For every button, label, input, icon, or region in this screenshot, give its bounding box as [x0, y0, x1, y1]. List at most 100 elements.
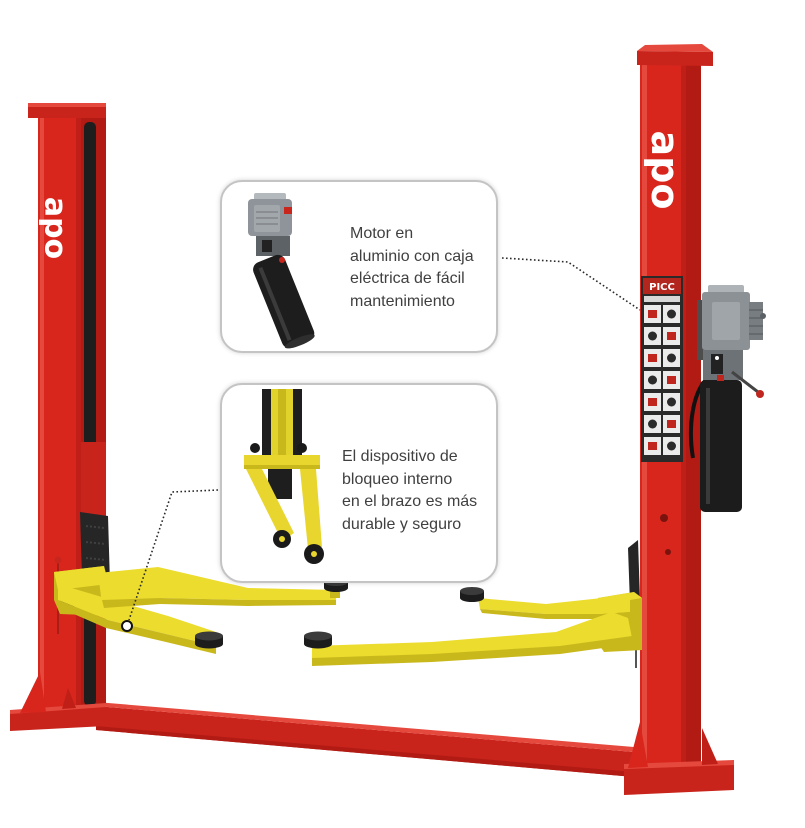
hydraulic-power-unit — [689, 285, 766, 512]
callout-arm-lock-text: El dispositivo de bloqueo interno en el … — [342, 446, 477, 537]
logo-left: apo — [38, 197, 73, 259]
right-post-cap — [637, 51, 713, 66]
callout-line: Motor en — [350, 225, 414, 242]
oil-tank-highlight — [258, 267, 292, 341]
oil-cap — [279, 257, 285, 263]
floor-beam-body — [96, 706, 634, 777]
right-post-cap-top — [637, 44, 713, 52]
oil-cap — [717, 375, 724, 381]
pad-top — [304, 631, 332, 641]
callout-line: mantenimiento — [350, 293, 455, 311]
right-post-bolt — [660, 514, 668, 522]
sticker-pictogram-symbol — [667, 309, 676, 319]
sticker-pictogram-symbol — [648, 375, 657, 385]
right-base-gusset — [628, 722, 648, 768]
sticker-pictogram-symbol — [648, 310, 657, 318]
callout-line: aluminio con caja — [350, 247, 474, 265]
arm-top — [478, 598, 630, 614]
left-carriage-top — [54, 566, 108, 590]
door-guard-texture — [85, 557, 107, 561]
sticker-pictogram-symbol — [667, 441, 676, 451]
arm-top — [98, 567, 336, 604]
connector-arm-lock — [128, 489, 219, 621]
motor-terminal — [284, 207, 292, 214]
sticker-title: PICC — [649, 282, 675, 293]
left-base-gusset — [20, 672, 46, 713]
connector-motor — [501, 257, 641, 311]
solenoid-light — [715, 356, 719, 360]
oil-tank-highlight — [706, 388, 710, 504]
door-guard-texture — [85, 525, 105, 529]
callout-arm-lock: El dispositivo de bloqueo interno en el … — [220, 383, 498, 583]
right-post-bolt — [665, 549, 671, 555]
left-post-cap — [28, 107, 106, 118]
left-base-gusset — [62, 688, 76, 709]
callout-connectors — [121, 257, 641, 632]
right-arm-front — [312, 612, 632, 666]
arm-wheel-hub — [279, 536, 285, 542]
lifting-pad — [460, 587, 484, 602]
arm-side — [102, 598, 336, 608]
right-base-gusset — [702, 728, 718, 765]
release-knob — [756, 390, 764, 398]
floor-beam-edge — [96, 726, 634, 777]
sticker-header — [643, 278, 681, 294]
release-lever — [731, 370, 759, 394]
motor-panel — [712, 302, 740, 340]
left-post-edge — [76, 116, 81, 714]
arm-side — [480, 609, 630, 619]
sticker-text-strip — [644, 296, 680, 302]
oil-tank — [700, 380, 742, 512]
door-guard-texture — [85, 541, 106, 545]
arm-lock-illustration — [244, 389, 324, 564]
door-guard — [80, 512, 110, 584]
crossbar-shade — [244, 465, 320, 469]
solenoid — [262, 240, 272, 252]
floor-beam-top — [96, 702, 634, 752]
pad-top — [195, 631, 223, 641]
arm-top — [58, 584, 216, 646]
solenoid — [711, 354, 723, 374]
arm-wheel-hub — [311, 551, 317, 557]
sticker-pictogram-symbol — [667, 376, 676, 384]
logo-right: apo — [643, 131, 687, 210]
left-post-base — [10, 672, 106, 731]
arm-link-left — [246, 469, 294, 541]
sticker-pictograms — [644, 305, 680, 455]
sticker-background — [641, 276, 683, 462]
callout-line: durable y seguro — [342, 516, 462, 534]
arm-side — [312, 636, 632, 666]
callout-line: bloqueo interno — [342, 470, 453, 488]
callout-marker — [121, 620, 133, 632]
right-base-plate — [624, 764, 734, 795]
left-post-highlight — [40, 116, 44, 714]
callout-motor: Motor en aluminio con caja eléctrica de … — [220, 180, 498, 353]
floor-beam — [96, 702, 634, 777]
safety-sticker-panel: PICC — [641, 276, 683, 462]
sticker-pictogram-symbol — [667, 420, 676, 428]
motor-illustration — [248, 193, 315, 349]
guide-wheel — [297, 443, 307, 453]
right-post-base — [624, 722, 734, 795]
oil-tank — [253, 254, 315, 349]
oil-tank-bottom — [284, 334, 315, 349]
motor-fins — [749, 302, 763, 340]
oil-tank-body — [253, 254, 315, 349]
callout-line: en el brazo es más — [342, 493, 478, 511]
right-arm-lock — [628, 540, 640, 604]
sticker-pictogram-symbol — [648, 398, 657, 406]
sticker-pictogram-symbol — [667, 353, 676, 363]
lifting-pad — [304, 631, 332, 649]
motor-bracket — [697, 300, 705, 360]
column-shade — [278, 389, 286, 455]
motor-cap — [708, 285, 744, 294]
sticker-pictogram-symbol — [648, 442, 657, 450]
right-post-edge — [681, 62, 686, 776]
left-arm-rear — [58, 584, 216, 654]
pad-stem — [330, 586, 340, 598]
sticker-pictogram-symbol — [648, 354, 657, 362]
valve-block — [256, 236, 290, 256]
pad-top — [460, 587, 484, 595]
callout-line: eléctrica de fácil — [350, 270, 465, 288]
